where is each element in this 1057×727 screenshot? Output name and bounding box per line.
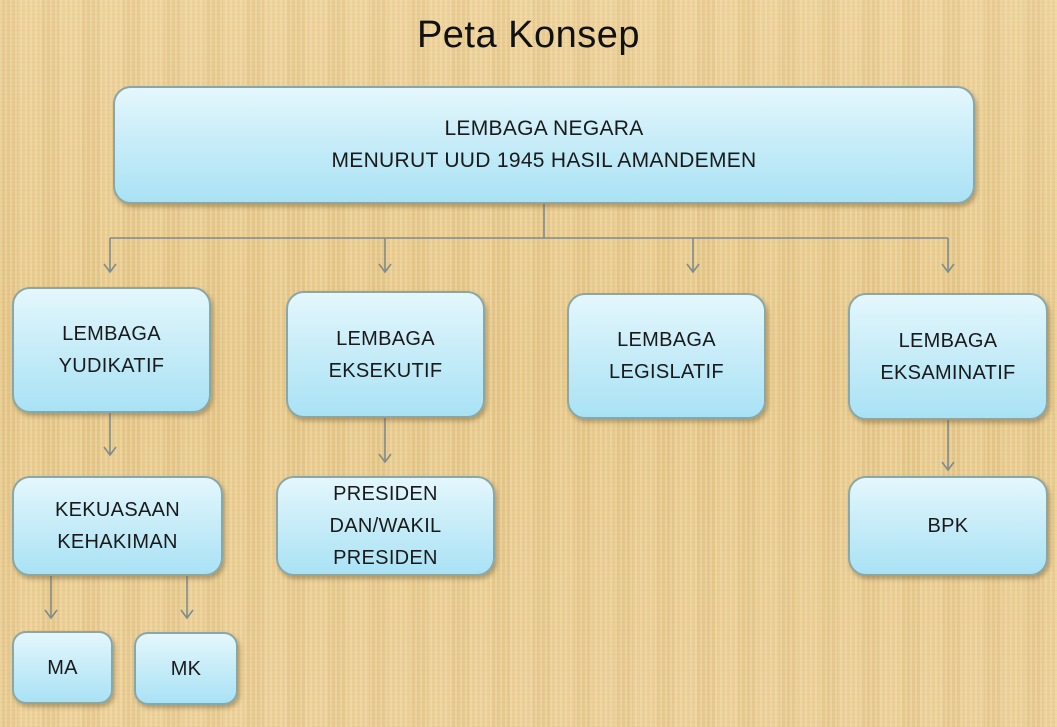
- node-mk: MK: [134, 632, 238, 705]
- node-lembaga-eksekutif: LEMBAGA EKSEKUTIF: [286, 291, 485, 418]
- node-kekuasaan-kehakiman: KEKUASAAN KEHAKIMAN: [12, 476, 223, 576]
- node-presiden-wakil-presiden: PRESIDEN DAN/WAKIL PRESIDEN: [276, 476, 495, 576]
- node-lembaga-legislatif: LEMBAGA LEGISLATIF: [567, 293, 766, 419]
- node-lembaga-eksaminatif: LEMBAGA EKSAMINATIF: [848, 293, 1048, 420]
- node-bpk: BPK: [848, 476, 1048, 576]
- root-node-lembaga-negara: LEMBAGA NEGARA MENURUT UUD 1945 HASIL AM…: [113, 86, 975, 204]
- node-lembaga-yudikatif: LEMBAGA YUDIKATIF: [12, 287, 211, 413]
- diagram-title: Peta Konsep: [416, 14, 641, 56]
- node-ma: MA: [12, 631, 113, 704]
